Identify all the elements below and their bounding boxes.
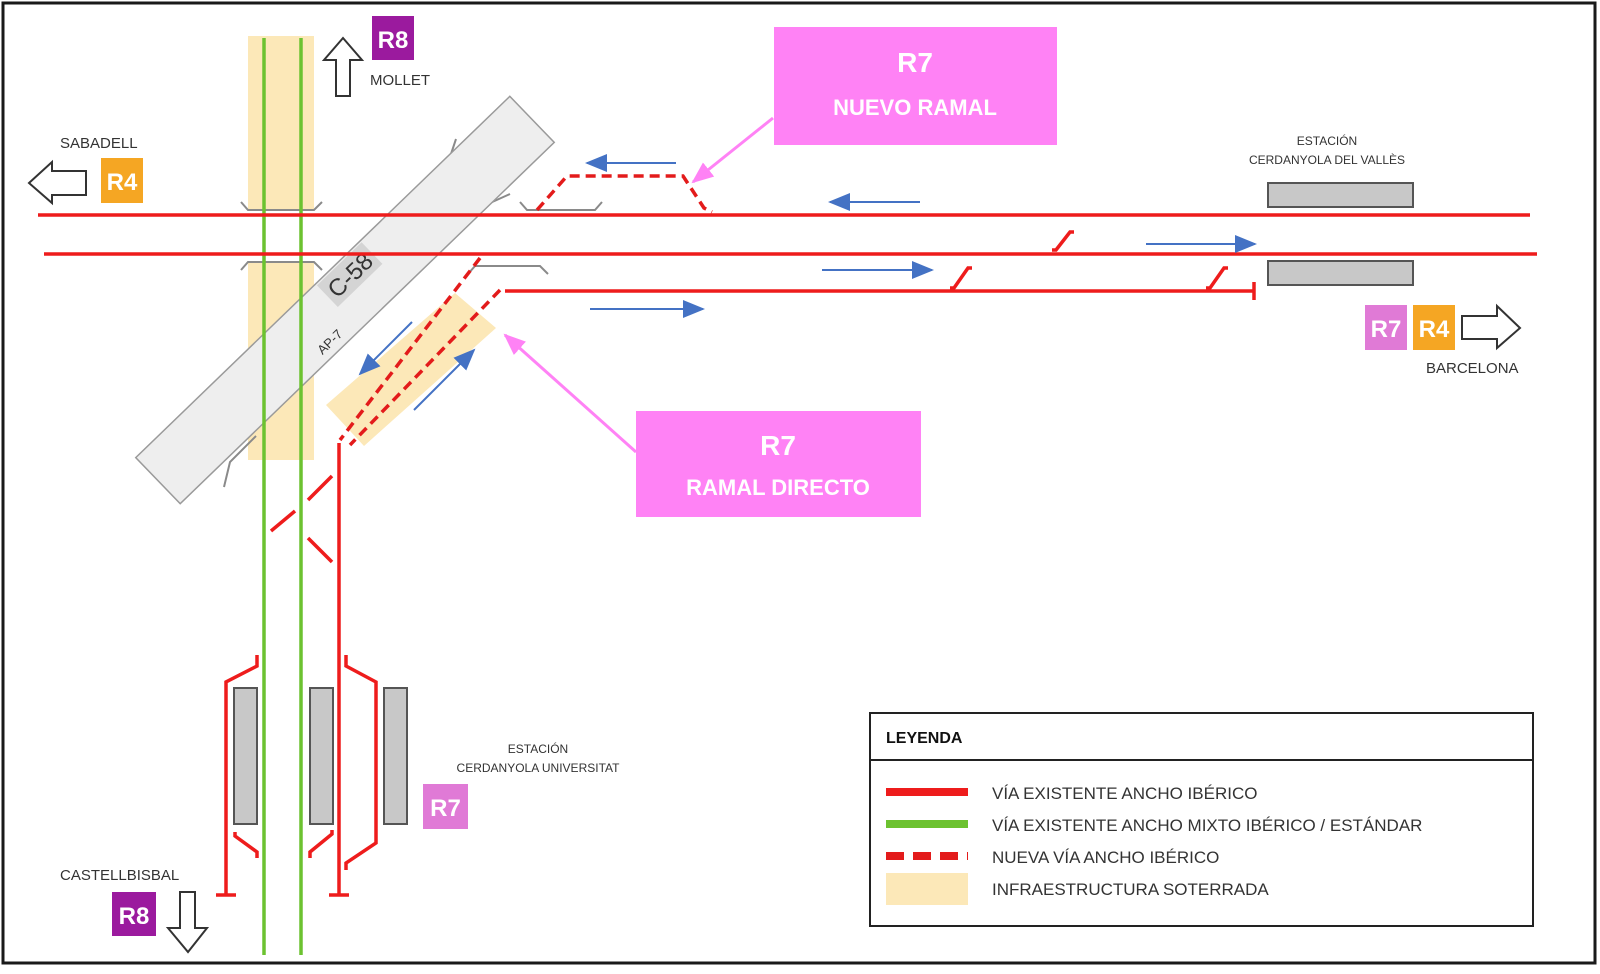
legend-label-existing-iberian: VÍA EXISTENTE ANCHO IBÉRICO	[992, 784, 1257, 803]
portal-north	[240, 201, 323, 211]
legend: LEYENDA VÍA EXISTENTE ANCHO IBÉRICO VÍA …	[869, 712, 1534, 927]
direction-arrows	[358, 154, 1257, 411]
loop-west-track	[224, 655, 259, 895]
direction-arrow-ne	[413, 348, 476, 411]
destination-mollet: MOLLET	[370, 72, 430, 89]
arrow-south-icon	[165, 891, 210, 954]
callout-nuevo-ramal	[774, 27, 1057, 145]
badge-sabadell-r4	[101, 158, 143, 203]
destination-barcelona: BARCELONA	[1426, 360, 1519, 377]
badge-barcelona-r7	[1365, 305, 1407, 350]
connector-c	[306, 536, 334, 564]
new-iberian-tracks	[338, 174, 713, 447]
portal-east-bottom	[467, 265, 549, 275]
callout-ramal-directo-line: R7	[760, 430, 796, 461]
badge-universitat-r7-label: R7	[430, 795, 461, 822]
legend-label-new-iberian: NUEVA VÍA ANCHO IBÉRICO	[992, 848, 1219, 867]
loop-west-exit	[233, 832, 259, 858]
underground-zone-ramal	[326, 293, 496, 446]
badge-castellbisbal-r8-label: R8	[119, 903, 150, 930]
road-c58-plate	[316, 242, 383, 307]
direction-arrow-sw	[358, 321, 413, 376]
loop-center-exit	[308, 830, 334, 858]
mixed-gauge-tracks	[262, 38, 303, 955]
legend-swatch-underground	[886, 873, 968, 905]
destination-sabadell: SABADELL	[60, 135, 138, 152]
portal-road-s	[223, 435, 257, 488]
station-universitat-name: CERDANYOLA UNIVERSITAT	[457, 761, 621, 775]
connector-b	[306, 474, 334, 502]
badge-mollet-r8	[372, 16, 414, 60]
portal-south	[240, 261, 323, 271]
platform-universitat-2	[309, 687, 334, 825]
crossover-2	[950, 266, 972, 290]
callout-ramal-directo	[636, 411, 921, 517]
badge-mollet-r8-label: R8	[378, 27, 409, 54]
loop-east-track	[344, 655, 378, 870]
legend-box	[869, 712, 1534, 927]
station-valles-title: ESTACIÓN	[1297, 133, 1357, 148]
crossover-1	[1052, 230, 1074, 252]
road-ap7: C-58 AP-7	[134, 95, 556, 505]
iberian-tracks	[38, 213, 1537, 300]
destination-castellbisbal: CASTELLBISBAL	[60, 867, 179, 884]
platform-valles-south	[1267, 260, 1414, 286]
legend-label-underground: INFRAESTRUCTURA SOTERRADA	[992, 880, 1269, 899]
arrow-west-icon	[27, 159, 87, 206]
badge-barcelona-r7-label: R7	[1371, 316, 1402, 343]
badge-barcelona-r4-label: R4	[1419, 316, 1450, 343]
callout-ramal-directo-text: RAMAL DIRECTO	[686, 475, 870, 500]
portal-east-top	[519, 201, 603, 211]
badge-sabadell-r4-label: R4	[107, 169, 138, 196]
crossover-3	[1206, 266, 1228, 290]
arrow-north-icon	[321, 36, 365, 97]
ramal-directo-track-2	[348, 288, 502, 447]
platform-universitat-1	[233, 687, 258, 825]
station-valles-name: CERDANYOLA DEL VALLÈS	[1249, 152, 1405, 167]
arrow-east-icon	[1461, 303, 1522, 351]
ramal-directo-track-1	[338, 256, 482, 442]
callout-nuevo-ramal-text: NUEVO RAMAL	[833, 95, 997, 120]
badge-barcelona-r4	[1413, 305, 1455, 350]
callout-nuevo-ramal-line: R7	[897, 47, 933, 78]
platform-valles-north	[1267, 182, 1414, 208]
underground-zone-north	[248, 36, 314, 210]
callout-nuevo-ramal-pointer	[691, 116, 774, 184]
nuevo-ramal-track	[535, 174, 713, 214]
callout-ramal-directo-pointer	[503, 333, 637, 454]
station-universitat-title: ESTACIÓN	[508, 741, 568, 756]
badge-castellbisbal-r8	[112, 892, 156, 936]
legend-label-existing-mixed: VÍA EXISTENTE ANCHO MIXTO IBÉRICO / ESTÁ…	[992, 816, 1422, 835]
universitat-tracks	[216, 443, 378, 897]
legend-title: LEYENDA	[886, 730, 963, 747]
badge-universitat-r7	[423, 784, 468, 829]
connector-a	[269, 509, 297, 533]
platform-universitat-3	[383, 687, 408, 825]
